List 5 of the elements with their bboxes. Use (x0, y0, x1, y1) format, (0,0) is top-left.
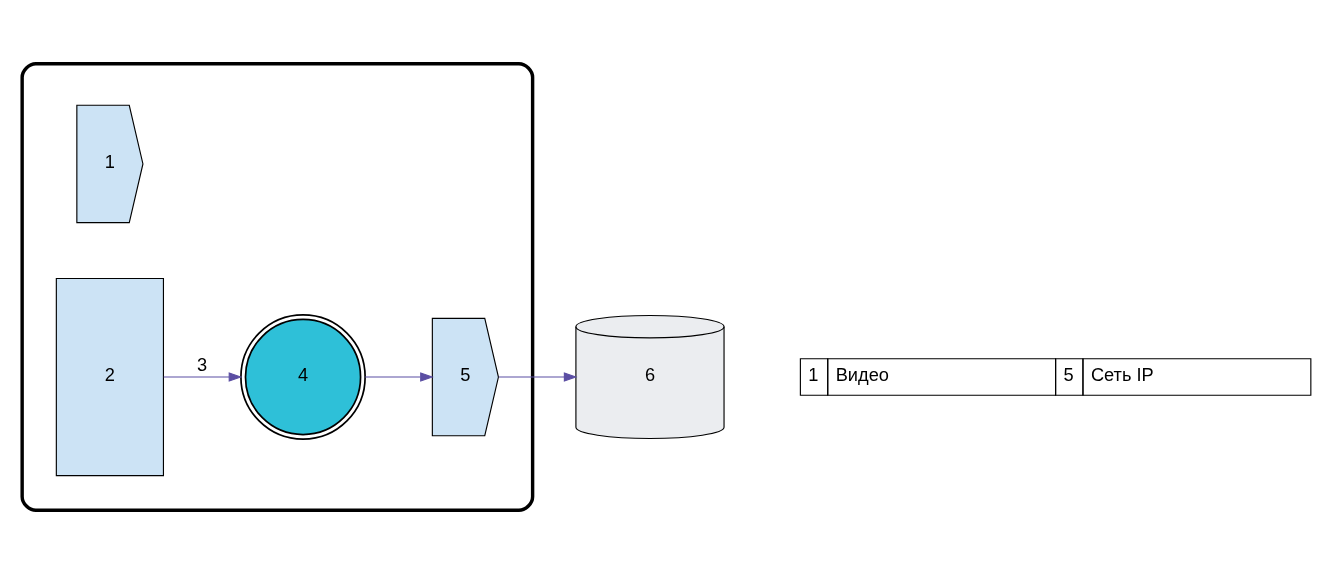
edge-label: 3 (197, 354, 208, 376)
label: 1 (808, 364, 819, 386)
label: Сеть IP (1090, 364, 1154, 386)
label: Видео (835, 364, 889, 386)
label: 5 (1063, 364, 1074, 386)
